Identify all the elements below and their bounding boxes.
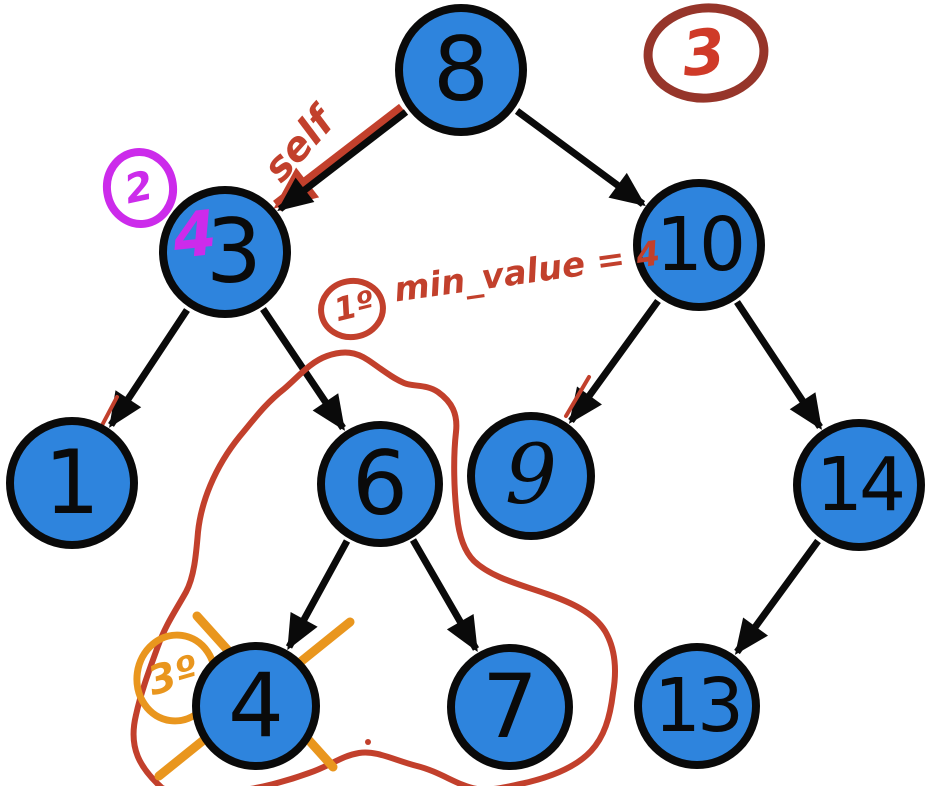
node-13-value: 13	[653, 663, 744, 749]
red-pen-dot	[365, 739, 371, 745]
tree-node-10: 10	[633, 179, 765, 311]
red-lasso-subtree-6	[130, 349, 618, 786]
red-step-number: 1º	[330, 282, 379, 330]
node-6-value: 6	[352, 432, 408, 535]
tree-node-6: 6	[317, 421, 443, 547]
tree-node-13: 13	[634, 643, 760, 769]
node-14-value: 14	[815, 442, 906, 528]
tree-node-14: 14	[793, 419, 925, 551]
edge-3-1	[108, 308, 190, 428]
edge-8-10	[514, 108, 646, 207]
node-7-value: 7	[482, 655, 538, 758]
edge-6-4	[285, 539, 351, 651]
node-3-value: 3	[206, 200, 262, 303]
purple-step-circle	[102, 148, 178, 228]
tree-node-8: 8	[395, 4, 527, 136]
edge-14-13	[734, 538, 821, 655]
node-1-value: 1	[44, 431, 100, 534]
node-9-value: 9	[504, 428, 558, 523]
node-4-value: 4	[228, 654, 284, 757]
tree-node-1: 1	[6, 417, 138, 549]
tree-node-7: 7	[447, 644, 573, 770]
tree-node-9: 9	[467, 412, 595, 540]
tree-node-4: 4	[192, 642, 320, 770]
edge-6-7	[409, 538, 480, 653]
edge-10-14	[734, 300, 823, 430]
darkred-step-number: 3	[678, 13, 729, 92]
darkred-step-circle	[643, 3, 769, 103]
node-8-value: 8	[433, 18, 489, 121]
tree-node-3: 3	[159, 186, 291, 318]
red-trace-edge-10-9	[564, 375, 591, 418]
replacement-value: 4	[169, 195, 220, 274]
node-10-value: 10	[655, 202, 746, 288]
red-step-circle	[318, 277, 386, 341]
edge-8-3	[277, 109, 409, 212]
edge-10-9	[568, 298, 661, 424]
